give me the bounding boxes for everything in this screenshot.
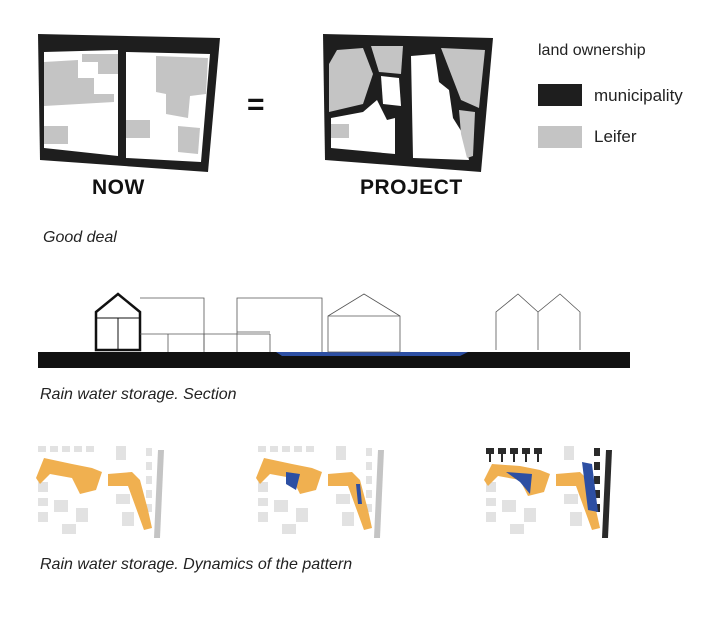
legend-label-leifer: Leifer bbox=[594, 127, 637, 146]
project-map-left-block bbox=[381, 76, 401, 106]
now-ownership-map bbox=[38, 34, 220, 172]
now-map-leifer-area bbox=[44, 126, 68, 144]
legend-label-municipality: municipality bbox=[594, 86, 683, 105]
project-map-leifer-area bbox=[331, 124, 349, 138]
plan-water bbox=[286, 472, 300, 490]
plan-buildings bbox=[38, 446, 152, 534]
now-map-leifer-area bbox=[156, 56, 208, 118]
project-map-leifer-area bbox=[371, 46, 403, 74]
plan-buildings bbox=[486, 446, 582, 534]
plan-street bbox=[484, 464, 550, 496]
project-map-right-block bbox=[411, 54, 469, 160]
section-building bbox=[140, 297, 205, 350]
project-label: PROJECT bbox=[360, 176, 463, 199]
section-drawing bbox=[38, 292, 630, 368]
plan-street bbox=[108, 472, 152, 530]
now-map-leifer-area bbox=[82, 54, 118, 74]
now-map-leifer-area bbox=[126, 120, 150, 138]
plan-leifer-strip bbox=[374, 450, 384, 538]
section-building bbox=[236, 297, 323, 352]
project-map-leifer-area bbox=[441, 48, 485, 108]
project-map-leifer-area bbox=[459, 110, 475, 158]
project-ownership-map bbox=[323, 34, 493, 172]
pattern-plan-3 bbox=[484, 446, 612, 538]
section-ground bbox=[38, 352, 630, 368]
now-map-leifer-area bbox=[44, 60, 114, 106]
now-label: NOW bbox=[92, 176, 145, 199]
section-water-storage bbox=[276, 352, 468, 356]
caption-dynamics: Rain water storage. Dynamics of the patt… bbox=[40, 556, 353, 573]
section-building bbox=[327, 293, 401, 353]
caption-good-deal: Good deal bbox=[43, 229, 117, 246]
plan-buildings bbox=[258, 446, 372, 534]
pattern-plan-2 bbox=[256, 446, 384, 538]
plan-water bbox=[506, 472, 532, 494]
legend-swatch-leifer bbox=[538, 126, 582, 148]
plan-municipality-strip bbox=[602, 450, 612, 538]
plan-street bbox=[328, 472, 372, 530]
legend-title: land ownership bbox=[538, 42, 646, 59]
legend-swatch-municipality bbox=[538, 84, 582, 106]
plan-street bbox=[36, 458, 102, 494]
caption-section: Rain water storage. Section bbox=[40, 386, 237, 403]
plan-water bbox=[356, 484, 362, 504]
plan-leifer-strip bbox=[154, 450, 164, 538]
now-map-leifer-area bbox=[178, 126, 200, 154]
project-map-left-block bbox=[331, 100, 395, 154]
project-map-leifer-area bbox=[329, 48, 373, 112]
equals-sign: = bbox=[247, 88, 265, 121]
plan-water bbox=[582, 462, 598, 512]
pattern-plan-1 bbox=[36, 446, 164, 538]
